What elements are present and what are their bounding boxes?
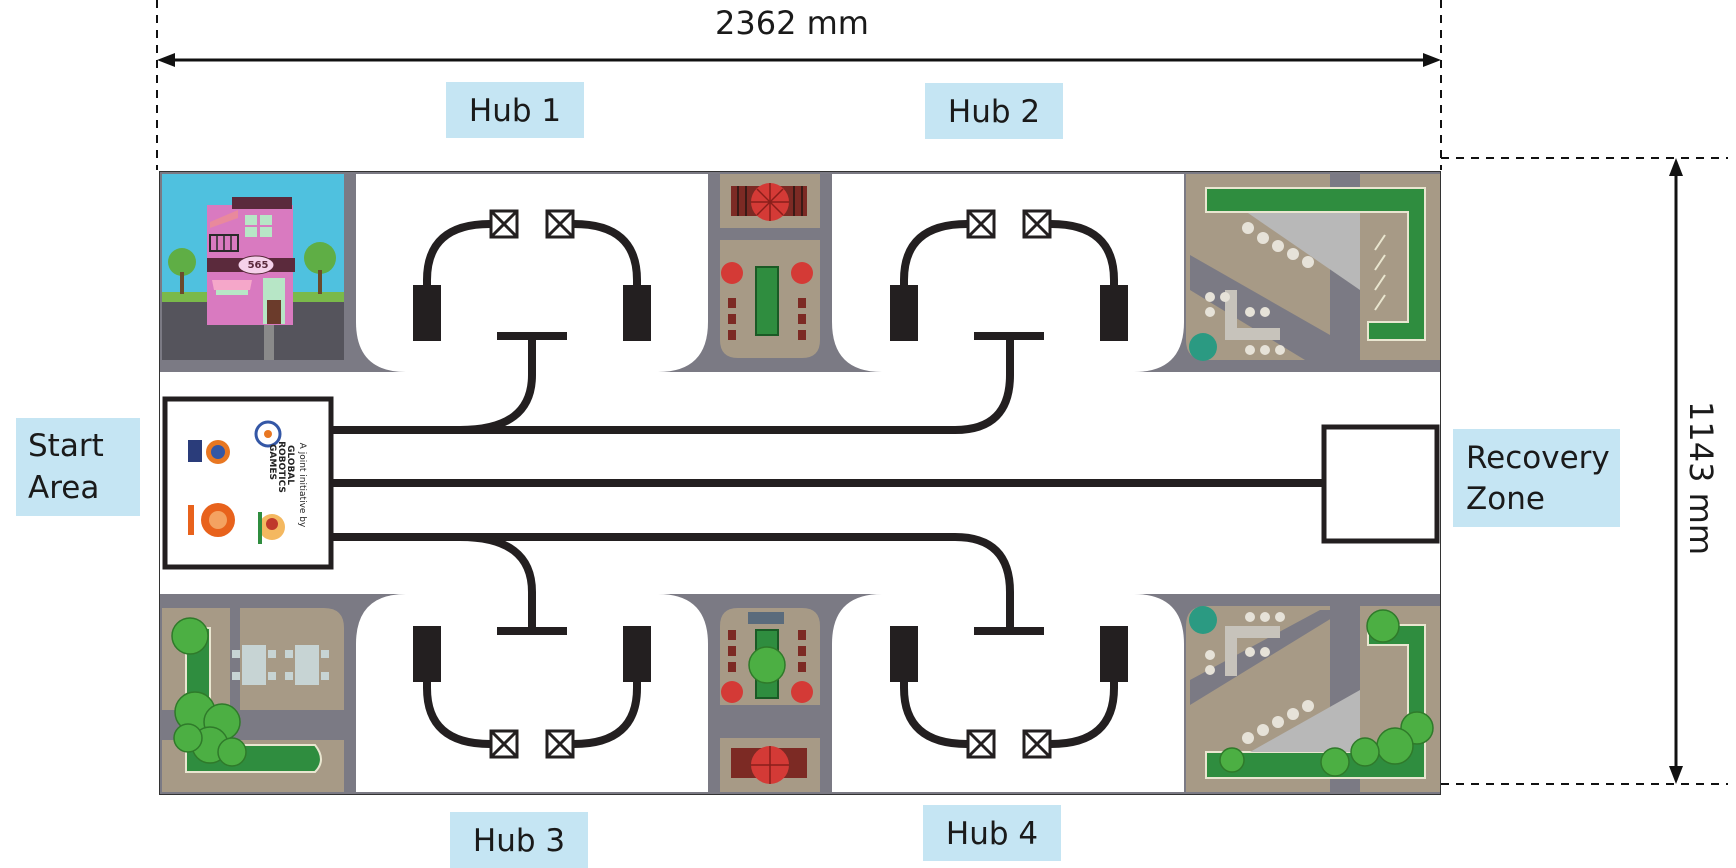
umbrella-icon bbox=[1189, 606, 1217, 634]
tree-icon bbox=[304, 242, 336, 274]
partner-logo-icon bbox=[188, 503, 235, 537]
crossed-box-icon bbox=[1022, 209, 1052, 239]
hub-2-zone bbox=[832, 174, 1184, 372]
height-dimension: 1143 mm bbox=[1441, 157, 1728, 785]
hub-1-zone bbox=[356, 174, 708, 372]
umbrella-icon bbox=[1189, 333, 1217, 361]
track-line-top bbox=[332, 336, 1014, 434]
hub-3-label-text: Hub 3 bbox=[473, 823, 565, 859]
recovery-zone-label: Recovery Zone bbox=[1453, 429, 1620, 527]
hub-4-zone bbox=[832, 594, 1184, 792]
parking-lot-tile-bottom bbox=[1186, 606, 1440, 792]
hub-4-label: Hub 4 bbox=[923, 805, 1061, 861]
hub-3-zone bbox=[356, 594, 708, 792]
patio-tile-bottom bbox=[710, 606, 830, 792]
hub-markers bbox=[489, 209, 1052, 759]
umbrella-icon bbox=[791, 681, 813, 703]
start-area-label-line1: Start bbox=[28, 428, 104, 464]
umbrella-icon bbox=[721, 262, 743, 284]
tree-icon bbox=[1219, 747, 1245, 773]
partner-logo-icon bbox=[188, 440, 230, 464]
umbrella-icon bbox=[721, 681, 743, 703]
crossed-box-icon bbox=[966, 209, 996, 239]
track-branch-hub1 bbox=[459, 336, 536, 434]
hub-3-label: Hub 3 bbox=[450, 812, 588, 868]
patio-tile-top bbox=[710, 174, 830, 360]
tree-icon bbox=[1350, 737, 1380, 767]
start-area-box: A joint initiative by GLOBAL ROBOTICS GA… bbox=[162, 396, 334, 570]
org-name-line3: GAMES bbox=[267, 444, 277, 480]
grg-logo-icon bbox=[254, 420, 282, 448]
recovery-zone-box bbox=[1321, 424, 1440, 544]
line-track bbox=[332, 220, 1324, 748]
cafe-sign-text: 565 bbox=[248, 260, 269, 271]
park-tile-bottom bbox=[162, 608, 344, 792]
hub-2-label: Hub 2 bbox=[925, 83, 1063, 139]
height-dimension-label: 1143 mm bbox=[1682, 401, 1720, 555]
partner-logo-icon bbox=[258, 512, 285, 544]
start-area-label-line2: Area bbox=[28, 470, 99, 506]
hub-1-label: Hub 1 bbox=[446, 82, 584, 138]
track-branch-hub3 bbox=[459, 533, 536, 630]
umbrella-icon bbox=[791, 262, 813, 284]
crossed-box-icon bbox=[489, 729, 519, 759]
start-area-label: Start Area bbox=[16, 418, 140, 516]
tree-icon bbox=[217, 737, 247, 767]
tree-icon bbox=[1320, 747, 1350, 777]
hub-end-blocks bbox=[413, 285, 1128, 682]
crossed-box-icon bbox=[545, 209, 575, 239]
hub-2-label-text: Hub 2 bbox=[948, 94, 1040, 130]
parking-lot-tile-top bbox=[1186, 174, 1440, 361]
crossed-box-icon bbox=[545, 729, 575, 759]
crossed-box-icon bbox=[966, 729, 996, 759]
org-name-line1: GLOBAL bbox=[285, 445, 295, 485]
crossed-box-icon bbox=[489, 209, 519, 239]
tree-icon bbox=[1376, 727, 1414, 765]
width-dimension: 2362 mm bbox=[156, 0, 1442, 170]
tree-icon bbox=[171, 617, 209, 655]
org-name-line2: ROBOTICS bbox=[276, 441, 286, 493]
width-dimension-label: 2362 mm bbox=[715, 4, 869, 42]
tree-icon bbox=[168, 248, 196, 276]
initiative-text: A joint initiative by bbox=[297, 443, 307, 528]
tree-icon bbox=[173, 723, 203, 753]
tree-icon bbox=[748, 646, 786, 684]
crossed-box-icon bbox=[1022, 729, 1052, 759]
cafe-sign bbox=[237, 255, 275, 275]
tree-icon bbox=[1366, 609, 1400, 643]
track-line-bottom bbox=[332, 533, 1014, 630]
recovery-zone-label-line2: Zone bbox=[1466, 481, 1545, 517]
cafe-building-tile: 565 bbox=[162, 174, 344, 360]
hub-4-label-text: Hub 4 bbox=[946, 816, 1038, 852]
field-mat: 565 bbox=[159, 171, 1441, 795]
recovery-zone-label-line1: Recovery bbox=[1466, 440, 1610, 476]
hub-1-label-text: Hub 1 bbox=[469, 93, 561, 129]
